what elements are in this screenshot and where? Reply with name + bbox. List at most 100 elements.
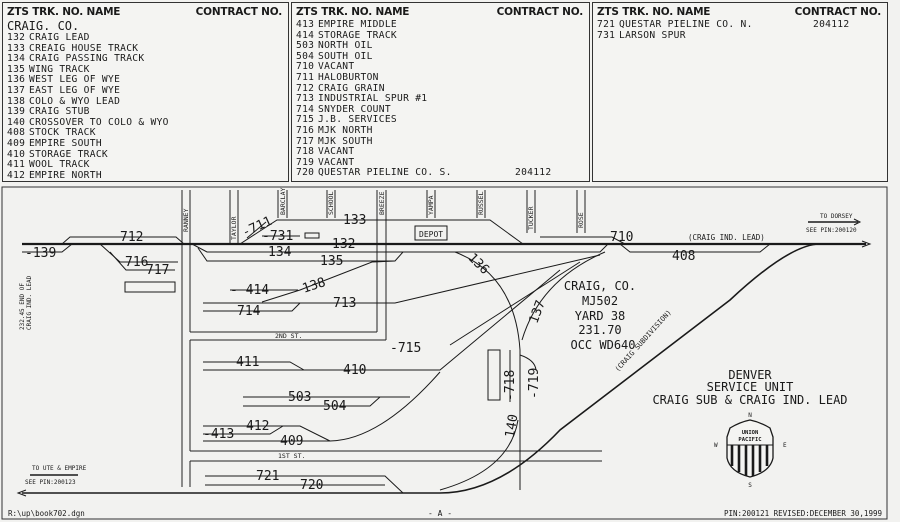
occ-code: OCC WD640	[570, 338, 635, 352]
track-number: 720	[296, 167, 315, 179]
logo-text-union: UNION	[742, 430, 759, 436]
track-name: SNYDER COUNT	[318, 103, 391, 115]
track-name: EMPIRE MIDDLE	[318, 19, 397, 30]
to-dorsey-label: TO DORSEY	[820, 213, 853, 220]
street-breeze: BREEZE	[378, 191, 386, 215]
track-number: 711	[296, 71, 315, 83]
track-label-412: 412	[246, 419, 269, 434]
track-name: VACANT	[318, 61, 355, 73]
station-name: CRAIG, CO.	[564, 279, 636, 293]
contract-number: 204112	[813, 19, 850, 30]
track-label-138: 138	[301, 275, 328, 297]
track-label-716: 716	[125, 255, 148, 270]
track-name: STORAGE TRACK	[318, 29, 397, 41]
track-label-409: 409	[280, 434, 303, 449]
col-header-name: ZTS TRK. NO. NAME	[296, 6, 410, 18]
track-number: 710	[296, 61, 315, 73]
track-name: HALOBURTON	[318, 71, 379, 83]
compass-south: S	[748, 482, 752, 489]
track-name: MJK SOUTH	[318, 135, 373, 147]
track-label-410: 410	[343, 363, 366, 378]
track-name: CRAIG GRAIN	[318, 82, 385, 94]
track-number: 136	[7, 74, 26, 86]
track-label-133: 133	[343, 213, 366, 228]
track-name: CRAIG LEAD	[29, 32, 90, 43]
street-yampa: YAMPA	[427, 195, 435, 215]
track-number: 714	[296, 103, 315, 115]
track-number: 138	[7, 95, 26, 107]
track-name: CRAIG STUB	[29, 106, 90, 118]
location-subtitle: CRAIG. CO.	[7, 19, 80, 33]
track-number: 135	[7, 63, 26, 75]
track-label-713: 713	[333, 296, 356, 311]
track-name: CREAIG HOUSE TRACK	[29, 42, 139, 54]
track-number: 721	[597, 19, 616, 30]
track-name: NORTH OIL	[318, 40, 373, 52]
track-label-710: 710	[610, 230, 633, 245]
track-name: STORAGE TRACK	[29, 148, 108, 160]
track-number: 133	[7, 42, 26, 54]
track-number: 134	[7, 53, 26, 65]
track-number: 503	[296, 40, 315, 52]
track-label-139: -139	[25, 246, 56, 261]
street-2nd: 2ND ST.	[275, 332, 302, 340]
track-number: 414	[296, 29, 315, 41]
depot-label: DEPOT	[419, 230, 443, 239]
yard-number: YARD 38	[575, 309, 626, 323]
end-of-lead-line2: CRAIG IND. LEAD	[26, 275, 33, 330]
track-number: 410	[7, 148, 26, 160]
street-rose: ROSE	[577, 212, 585, 228]
track-number: 717	[296, 135, 315, 147]
track-name: CROSSOVER TO COLO & WYO	[29, 116, 169, 128]
footer-sheet: - A -	[428, 509, 452, 518]
track-label-135: 135	[320, 254, 343, 269]
col-header-contract: CONTRACT NO.	[195, 6, 283, 18]
track-label-503: 503	[288, 390, 311, 405]
track-name: QUESTAR PIELINE CO. N.	[619, 19, 753, 30]
track-name: QUESTAR PIELINE CO. S.	[318, 167, 452, 179]
tracks	[16, 218, 872, 497]
track-label-714: 714	[237, 304, 261, 319]
see-pin-ute: SEE PIN:200123	[25, 479, 76, 486]
compass-west: W	[714, 442, 718, 449]
track-label-134: 134	[268, 245, 292, 260]
track-label-712: 712	[120, 230, 143, 245]
street-1st: 1ST ST.	[278, 452, 305, 460]
contract-number: 204112	[515, 167, 552, 179]
title-line-3: CRAIG SUB & CRAIG IND. LEAD	[652, 393, 847, 407]
track-label-731: -731	[262, 229, 293, 244]
track-label-140: 140	[503, 413, 522, 439]
track-label-504: 504	[323, 399, 347, 414]
title-line-1: DENVER	[728, 368, 772, 382]
col-header-name: ZTS TRK. NO. NAME	[597, 6, 711, 18]
track-number: 409	[7, 137, 26, 149]
track-number: 719	[296, 156, 315, 168]
track-number: 140	[7, 116, 26, 128]
street-school: SCHOOL	[327, 191, 335, 215]
track-name: WING TRACK	[29, 63, 90, 75]
track-name: WOOL TRACK	[29, 159, 90, 171]
